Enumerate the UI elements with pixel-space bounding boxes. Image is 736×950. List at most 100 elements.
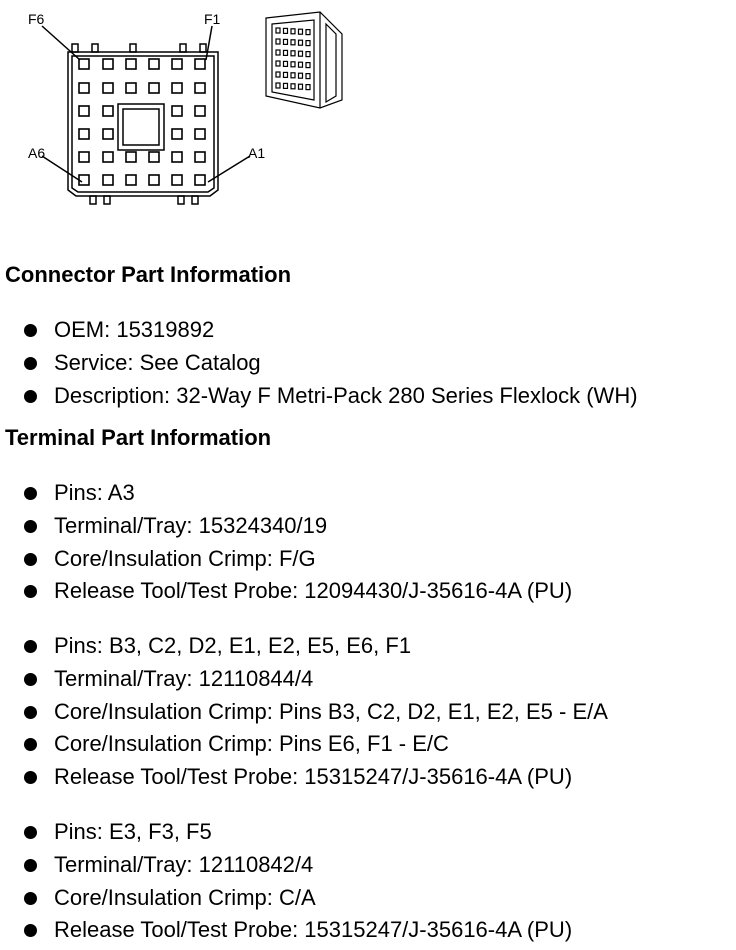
list-item: Core/Insulation Crimp: F/G	[0, 543, 572, 576]
terminal-cavity	[78, 174, 90, 186]
label-f6: F6	[28, 11, 45, 27]
terminal-cavity	[78, 105, 90, 117]
terminal-cavity	[194, 58, 206, 70]
terminal-group-2: Pins: B3, C2, D2, E1, E2, E5, E6, F1 Ter…	[0, 630, 608, 794]
terminal-cavity	[125, 174, 137, 186]
terminal-cavity	[102, 151, 114, 163]
terminal-cavity	[171, 128, 183, 140]
bullet-icon	[24, 771, 37, 785]
iso-cavity	[290, 72, 296, 79]
terminal-cavity	[148, 151, 160, 163]
list-item: Description: 32-Way F Metri-Pack 280 Ser…	[0, 380, 638, 413]
connector-diagram: F6 F1 A6 A1	[28, 11, 343, 205]
terminal-cavity	[125, 58, 137, 70]
iso-cavity	[282, 49, 289, 57]
bullet-icon	[24, 826, 37, 839]
list-item: Release Tool/Test Probe: 15315247/J-3561…	[0, 914, 572, 947]
terminal-cavity	[102, 174, 114, 186]
list-item: Release Tool/Test Probe: 15315247/J-3561…	[0, 761, 608, 794]
iso-cavity	[305, 72, 311, 80]
iso-cavity	[305, 29, 311, 36]
bullet-icon	[24, 640, 37, 653]
terminal-cavity	[194, 82, 206, 94]
terminal-cavity	[148, 82, 160, 94]
iso-cavity	[297, 72, 304, 79]
connector-isometric-view	[265, 11, 343, 109]
terminal-cavity	[194, 128, 206, 140]
list-item: Pins: E3, F3, F5	[0, 816, 572, 849]
iso-cavity	[275, 49, 281, 56]
iso-cavity	[282, 71, 289, 79]
iso-cavity	[282, 38, 289, 46]
bullet-icon	[24, 519, 37, 533]
bullet-icon	[24, 356, 37, 370]
iso-cavity	[282, 60, 289, 68]
bullet-icon	[24, 705, 37, 719]
iso-cavity	[297, 28, 304, 35]
terminal-cavity	[102, 128, 114, 140]
connector-info-list: OEM: 15319892 Service: See Catalog Descr…	[0, 314, 638, 412]
label-a1: A1	[248, 145, 265, 161]
iso-cavity	[297, 61, 304, 68]
bullet-icon	[24, 585, 37, 599]
terminal-cavity	[171, 58, 183, 70]
terminal-cavity	[125, 82, 137, 94]
terminal-cavity	[148, 174, 160, 186]
bullet-icon	[24, 552, 37, 566]
bullet-icon	[24, 858, 37, 872]
iso-cavity	[282, 27, 289, 34]
iso-cavity	[297, 50, 304, 57]
terminal-cavity	[102, 58, 114, 70]
bullet-icon	[24, 924, 37, 938]
terminal-cavity	[171, 151, 183, 163]
iso-cavity	[275, 60, 281, 67]
terminal-part-heading: Terminal Part Information	[5, 425, 272, 450]
list-item: Release Tool/Test Probe: 12094430/J-3561…	[0, 575, 572, 608]
iso-cavity	[305, 83, 311, 91]
terminal-cavity	[171, 105, 183, 117]
bullet-icon	[24, 389, 37, 403]
iso-cavity	[275, 27, 281, 34]
iso-cavity	[275, 38, 281, 45]
bullet-icon	[24, 487, 37, 500]
terminal-cavity	[102, 82, 114, 94]
iso-cavity	[275, 82, 281, 89]
bullet-icon	[24, 324, 37, 337]
terminal-cavity	[171, 82, 183, 94]
terminal-cavity	[148, 58, 160, 70]
label-f1: F1	[204, 11, 221, 27]
terminal-cavity	[78, 82, 90, 94]
iso-cavity	[290, 28, 296, 35]
bullet-icon	[24, 672, 37, 686]
label-a6: A6	[28, 145, 45, 161]
iso-cavity	[290, 39, 296, 46]
list-item: Pins: A3	[0, 477, 572, 510]
terminal-cavity	[78, 58, 90, 70]
terminal-cavity	[102, 105, 114, 117]
list-item: Core/Insulation Crimp: Pins E6, F1 - E/C	[0, 728, 608, 761]
terminal-cavity	[78, 128, 90, 140]
terminal-cavity	[194, 105, 206, 117]
list-item: Service: See Catalog	[0, 347, 638, 380]
list-item: Core/Insulation Crimp: Pins B3, C2, D2, …	[0, 696, 608, 729]
iso-cavity	[290, 50, 296, 57]
iso-cavity	[282, 82, 289, 90]
terminal-cavity	[78, 151, 90, 163]
terminal-cavity	[194, 174, 206, 186]
terminal-group-3: Pins: E3, F3, F5 Terminal/Tray: 12110842…	[0, 816, 572, 947]
iso-cavity	[275, 71, 281, 78]
terminal-group-1: Pins: A3 Terminal/Tray: 15324340/19 Core…	[0, 477, 572, 608]
list-item: Terminal/Tray: 12110844/4	[0, 663, 608, 696]
bullet-icon	[24, 738, 37, 752]
iso-cavity	[297, 39, 304, 46]
terminal-cavity	[125, 151, 137, 163]
terminal-cavity	[194, 151, 206, 163]
list-item: Core/Insulation Crimp: C/A	[0, 882, 572, 915]
bullet-icon	[24, 891, 37, 905]
iso-cavity	[305, 50, 311, 58]
list-item: Terminal/Tray: 12110842/4	[0, 849, 572, 882]
list-item: Terminal/Tray: 15324340/19	[0, 510, 572, 543]
iso-cavity	[297, 83, 304, 90]
list-item: OEM: 15319892	[0, 314, 638, 347]
iso-cavity	[305, 61, 311, 69]
